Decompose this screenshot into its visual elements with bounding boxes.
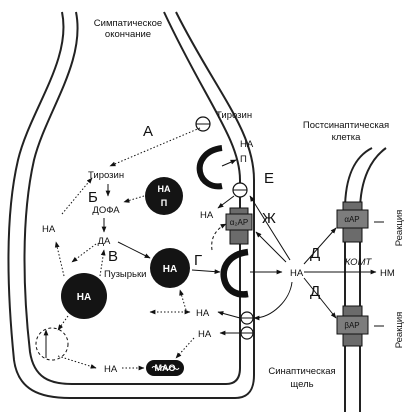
svg-text:НА: НА	[77, 292, 91, 303]
vesicle-na-synthesis: НА	[61, 273, 107, 319]
dopa-label: ДОФА	[92, 205, 120, 216]
svg-text:αАР: αАР	[344, 215, 359, 224]
svg-text:MAO: MAO	[155, 363, 176, 373]
letter-A: А	[143, 123, 153, 140]
letter-Zh: Ж	[262, 210, 276, 227]
exocytosis-shape-lower	[220, 248, 249, 298]
vesicle-na-p: НА П	[145, 177, 183, 215]
na-cleft-label: НА	[290, 268, 304, 279]
beta-receptor: βАР	[336, 305, 369, 347]
alpha2-receptor: α₂АР	[225, 207, 253, 245]
tyrosine-inner-label: Тирозин	[88, 170, 124, 181]
na-left-label: НА	[42, 224, 56, 235]
comt-label: КОМТ	[345, 257, 373, 268]
p-outside-upper: П	[240, 154, 247, 165]
postsyn-label-line2: клетка	[332, 132, 361, 143]
na-inside-uptake-1: НА	[196, 308, 210, 319]
letter-V: В	[108, 248, 118, 265]
mao-mitochondrion: MAO	[146, 360, 184, 376]
na-near-alpha2: НА	[200, 210, 214, 221]
letter-B: Б	[88, 189, 98, 206]
na-outside-upper: НА	[240, 139, 254, 150]
postsyn-label-line1: Постсинаптическая	[303, 120, 389, 131]
da-label: ДА	[98, 236, 111, 247]
vesicle-recycling-dashed	[35, 327, 69, 361]
svg-text:НА: НА	[163, 264, 177, 275]
exocytosis-shape-upper	[196, 145, 223, 190]
letter-G: Г	[194, 252, 202, 269]
terminal-label-line2: окончание	[105, 29, 151, 40]
cleft-label-line2: щель	[290, 379, 313, 390]
postsynaptic-membrane	[344, 147, 387, 412]
na-bottom-label: НА	[104, 364, 118, 375]
svg-text:П: П	[161, 198, 167, 208]
arrows	[43, 127, 384, 371]
cleft-label-line1: Синаптическая	[268, 366, 335, 377]
terminal-label-line1: Симпатическое	[94, 18, 162, 29]
alpha-receptor: αАР	[336, 201, 369, 243]
tyrosine-top-label: Тирозин	[216, 110, 252, 121]
letter-D-upper: Д	[310, 245, 320, 262]
na-inside-uptake-2: НА	[198, 329, 212, 340]
letter-E: Е	[264, 170, 274, 187]
vesicle-na: НА	[150, 248, 190, 288]
terminal-membrane	[7, 11, 255, 399]
reaction-lower: Реакция	[394, 312, 405, 349]
svg-text:α₂АР: α₂АР	[230, 218, 248, 227]
svg-text:βАР: βАР	[344, 321, 359, 330]
svg-text:НА: НА	[158, 184, 171, 194]
labels: Симпатическое окончание Тирозин Постсина…	[42, 18, 405, 390]
letter-D-lower: Д	[310, 283, 320, 300]
vesicles-label: Пузырьки	[104, 269, 146, 280]
reaction-upper: Реакция	[394, 210, 405, 247]
nm-label: НМ	[380, 268, 395, 279]
